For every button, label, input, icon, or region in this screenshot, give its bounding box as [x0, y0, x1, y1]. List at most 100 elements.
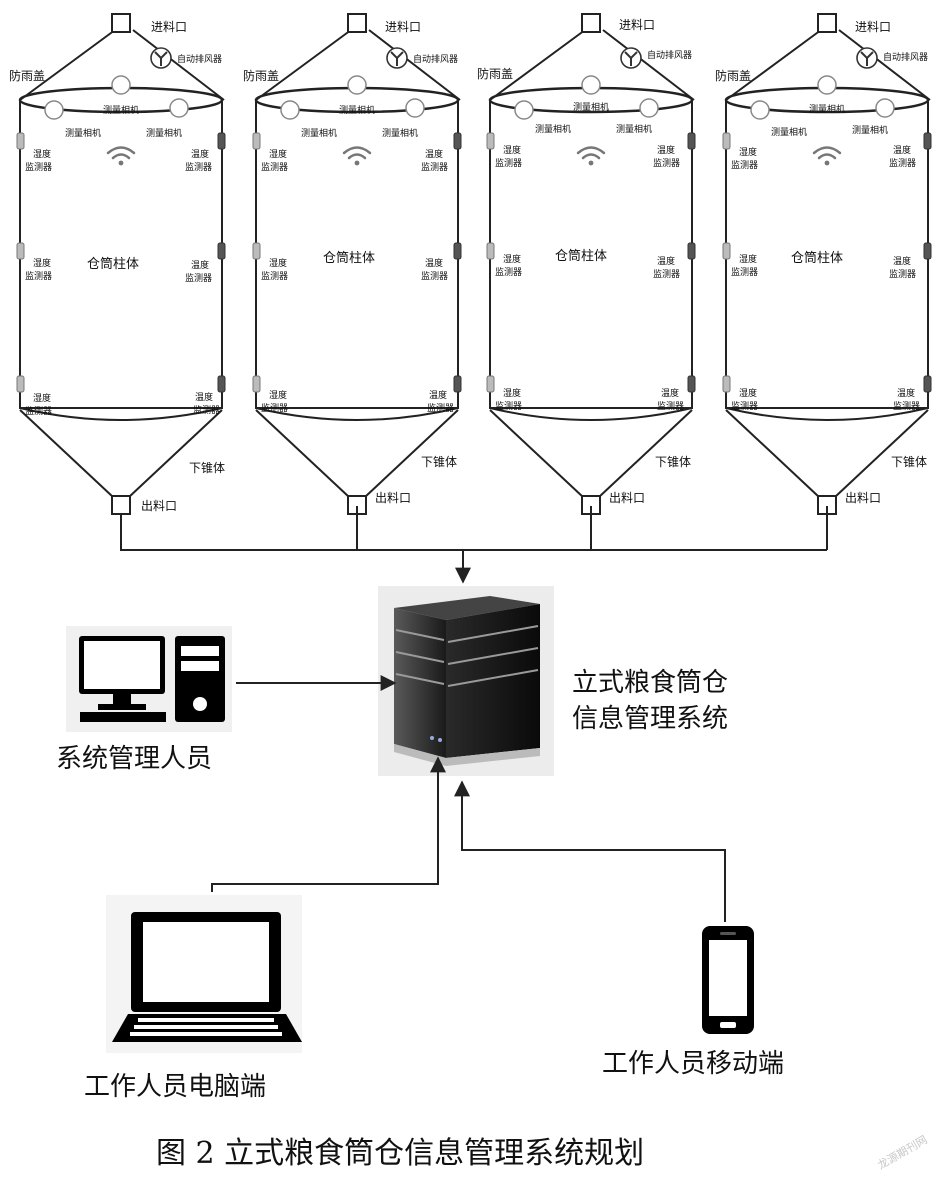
temperature-label: 温度: [893, 144, 911, 156]
fan-label: 自动排风器: [883, 51, 928, 63]
monitor-label: 监测器: [421, 270, 448, 282]
inlet-label: 进料口: [151, 20, 187, 34]
laptop-icon: [106, 895, 302, 1053]
monitor-label: 监测器: [185, 272, 212, 284]
silo-body-label: 仓筒柱体: [791, 250, 843, 266]
fan-label: 自动排风器: [647, 49, 692, 61]
silo-body-label: 仓筒柱体: [555, 248, 607, 264]
server-icon: [378, 586, 554, 776]
monitor-label: 监测器: [653, 157, 680, 169]
temperature-label: 温度: [191, 259, 209, 271]
humidity-label: 湿度: [269, 257, 287, 269]
fan-label: 自动排风器: [413, 53, 458, 65]
temperature-label: 温度: [425, 148, 443, 160]
monitor-label: 监测器: [495, 157, 522, 169]
mobile-label: 工作人员移动端: [602, 1049, 784, 1079]
temperature-label: 温度: [425, 257, 443, 269]
temperature-label: 温度: [657, 144, 675, 156]
camera-label: 测量相机: [382, 127, 418, 139]
camera-label: 测量相机: [771, 126, 807, 138]
monitor-label: 监测器: [653, 268, 680, 280]
silo-body-label: 仓筒柱体: [323, 250, 375, 266]
grain-silo-4: 进料口 自动排风器 防雨盖 测量相机 测量相机 测量相机 湿度 监测器 温度 监…: [715, 12, 933, 516]
temperature-label: 温度: [897, 387, 915, 399]
camera-label: 测量相机: [301, 127, 337, 139]
grain-silo-1: 进料口 自动排风器 防雨盖 测量相机 测量相机 测量相机 湿度 监测器 温度 监…: [9, 12, 227, 516]
inlet-label: 进料口: [385, 20, 421, 34]
mobile-connector: [454, 780, 726, 922]
humidity-label: 湿度: [33, 392, 51, 404]
camera-label: 测量相机: [146, 127, 182, 139]
monitor-label: 监测器: [657, 400, 684, 412]
monitor-label: 监测器: [427, 402, 454, 414]
camera-label: 测量相机: [339, 104, 375, 116]
cone-label: 下锥体: [189, 461, 225, 475]
desktop-computer-icon: [66, 626, 232, 732]
temperature-label: 温度: [429, 389, 447, 401]
outlet-label: 出料口: [141, 499, 177, 513]
monitor-label: 监测器: [495, 400, 522, 412]
camera-label: 测量相机: [65, 127, 101, 139]
cone-label: 下锥体: [891, 455, 927, 469]
monitor-label: 监测器: [731, 266, 758, 278]
monitor-label: 监测器: [261, 402, 288, 414]
grain-silo-2: 进料口 自动排风器 防雨盖 测量相机 测量相机 测量相机 湿度 监测器 温度 监…: [243, 12, 463, 516]
camera-label: 测量相机: [573, 101, 609, 113]
humidity-label: 湿度: [503, 387, 521, 399]
silo-body-label: 仓筒柱体: [87, 256, 139, 272]
outlet-label: 出料口: [609, 491, 645, 505]
monitor-label: 监测器: [889, 157, 916, 169]
monitor-label: 监测器: [185, 161, 212, 173]
monitor-label: 监测器: [261, 161, 288, 173]
system-title-line1: 立式粮食筒仓: [572, 668, 728, 698]
inlet-label: 进料口: [855, 20, 891, 34]
humidity-label: 湿度: [33, 148, 51, 160]
monitor-label: 监测器: [731, 159, 758, 171]
silo-bus-connector: [120, 506, 828, 584]
temperature-label: 温度: [657, 255, 675, 267]
monitor-label: 监测器: [193, 404, 220, 416]
humidity-label: 湿度: [739, 253, 757, 265]
humidity-label: 湿度: [503, 253, 521, 265]
fan-label: 自动排风器: [177, 53, 222, 65]
outlet-label: 出料口: [375, 491, 411, 505]
rain-cover-label: 防雨盖: [9, 68, 45, 83]
camera-label: 测量相机: [535, 123, 571, 135]
monitor-label: 监测器: [261, 270, 288, 282]
inlet-label: 进料口: [619, 18, 655, 32]
humidity-label: 湿度: [503, 144, 521, 156]
camera-label: 测量相机: [616, 123, 652, 135]
monitor-label: 监测器: [889, 268, 916, 280]
rain-cover-label: 防雨盖: [477, 66, 513, 81]
monitor-label: 监测器: [893, 400, 920, 412]
watermark: 龙源期刊网: [875, 1132, 930, 1172]
humidity-label: 湿度: [739, 387, 757, 399]
monitor-label: 监测器: [731, 400, 758, 412]
temperature-label: 温度: [195, 391, 213, 403]
laptop-connector: [211, 756, 446, 892]
outlet-label: 出料口: [845, 491, 881, 505]
temperature-label: 温度: [191, 148, 209, 160]
cone-label: 下锥体: [421, 455, 457, 469]
temperature-label: 温度: [661, 387, 679, 399]
camera-label: 测量相机: [852, 124, 888, 136]
smartphone-icon: [702, 926, 754, 1034]
cone-label: 下锥体: [655, 455, 691, 469]
grain-silo-3: 进料口 自动排风器 防雨盖 测量相机 测量相机 测量相机 湿度 监测器 温度 监…: [477, 12, 697, 516]
humidity-label: 湿度: [269, 148, 287, 160]
humidity-label: 湿度: [33, 257, 51, 269]
monitor-label: 监测器: [25, 405, 52, 417]
monitor-label: 监测器: [25, 270, 52, 282]
temperature-label: 温度: [893, 255, 911, 267]
system-title-line2: 信息管理系统: [572, 704, 728, 734]
admin-label: 系统管理人员: [56, 744, 212, 774]
camera-label: 测量相机: [103, 104, 139, 116]
monitor-label: 监测器: [25, 161, 52, 173]
rain-cover-label: 防雨盖: [243, 68, 279, 83]
monitor-label: 监测器: [495, 266, 522, 278]
humidity-label: 湿度: [739, 146, 757, 158]
monitor-label: 监测器: [421, 161, 448, 173]
laptop-label: 工作人员电脑端: [84, 1072, 266, 1102]
humidity-label: 湿度: [269, 389, 287, 401]
